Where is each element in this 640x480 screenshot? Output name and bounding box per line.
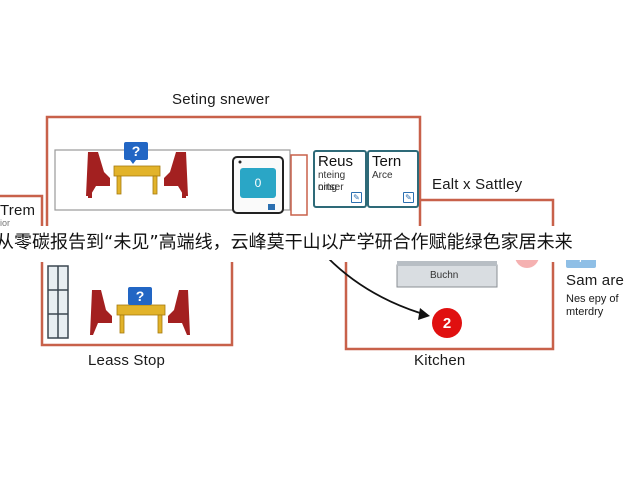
cabinet-outline bbox=[290, 154, 308, 216]
top-room-wall bbox=[45, 115, 422, 226]
side-note-line-1: Nes epy of bbox=[566, 293, 619, 305]
question-badge-bottom bbox=[128, 287, 152, 305]
kitchen-device-label: Buchn bbox=[430, 270, 459, 281]
top-dining-set bbox=[86, 142, 188, 198]
right-room-title: Ealt x Sattley bbox=[432, 176, 523, 193]
card-a-line-1: nteing ning bbox=[318, 170, 346, 193]
card-b-title: Tern bbox=[372, 153, 402, 170]
side-note-title: Sam are bbox=[566, 272, 625, 289]
card-a-title: Reus bbox=[318, 153, 354, 170]
bottom-question-icon: ? bbox=[135, 288, 145, 304]
left-room-subtitle: ior bbox=[0, 218, 11, 228]
kitchen-upper-wall bbox=[420, 198, 555, 226]
phone-device bbox=[232, 156, 284, 214]
kitchen-device bbox=[396, 261, 498, 288]
walls bbox=[0, 115, 555, 351]
top-question-icon: ? bbox=[131, 143, 141, 159]
top-room-inner-frame bbox=[54, 149, 291, 211]
marker-2-circle bbox=[432, 308, 462, 338]
headline-text: 从零碳报告到“未见”高端线，云峰莫干山以产学研合作赋能绿色家居未来 bbox=[0, 232, 573, 253]
table-top bbox=[113, 165, 161, 195]
info-card-a: Reus nteing ning ortser ✎ bbox=[313, 150, 367, 208]
chair-right-bottom bbox=[168, 290, 190, 335]
window bbox=[47, 265, 69, 339]
bottom-left-room-wall bbox=[40, 262, 234, 347]
bottom-dining-set bbox=[90, 287, 190, 335]
phone-screen-text: 0 bbox=[254, 176, 262, 190]
question-badge-top bbox=[124, 142, 148, 164]
left-room-title: Trem bbox=[0, 202, 36, 219]
chair-right-top bbox=[164, 152, 188, 198]
card-a-line-2: ortser bbox=[318, 182, 344, 193]
chair-left-top bbox=[86, 152, 110, 198]
card-a-edit-icon: ✎ bbox=[351, 192, 362, 203]
kitchen-title: Kitchen bbox=[414, 352, 466, 369]
card-b-edit-icon: ✎ bbox=[403, 192, 414, 203]
marker-2-label: 2 bbox=[442, 315, 452, 332]
bottom-left-room-title: Leass Stop bbox=[88, 352, 166, 369]
left-room-wall bbox=[0, 194, 44, 226]
headline-banner: 从零碳报告到“未见”高端线，云峰莫干山以产学研合作赋能绿色家居未来 bbox=[0, 226, 640, 260]
table-bottom bbox=[116, 304, 166, 334]
chair-left-bottom bbox=[90, 290, 112, 335]
side-note-line-2: mterdry bbox=[566, 306, 604, 318]
kitchen-wall bbox=[344, 262, 555, 351]
info-card-b: Tern Arce ✎ bbox=[367, 150, 419, 208]
top-room-title: Seting snewer bbox=[172, 91, 270, 108]
card-b-line-1: Arce bbox=[372, 170, 393, 181]
